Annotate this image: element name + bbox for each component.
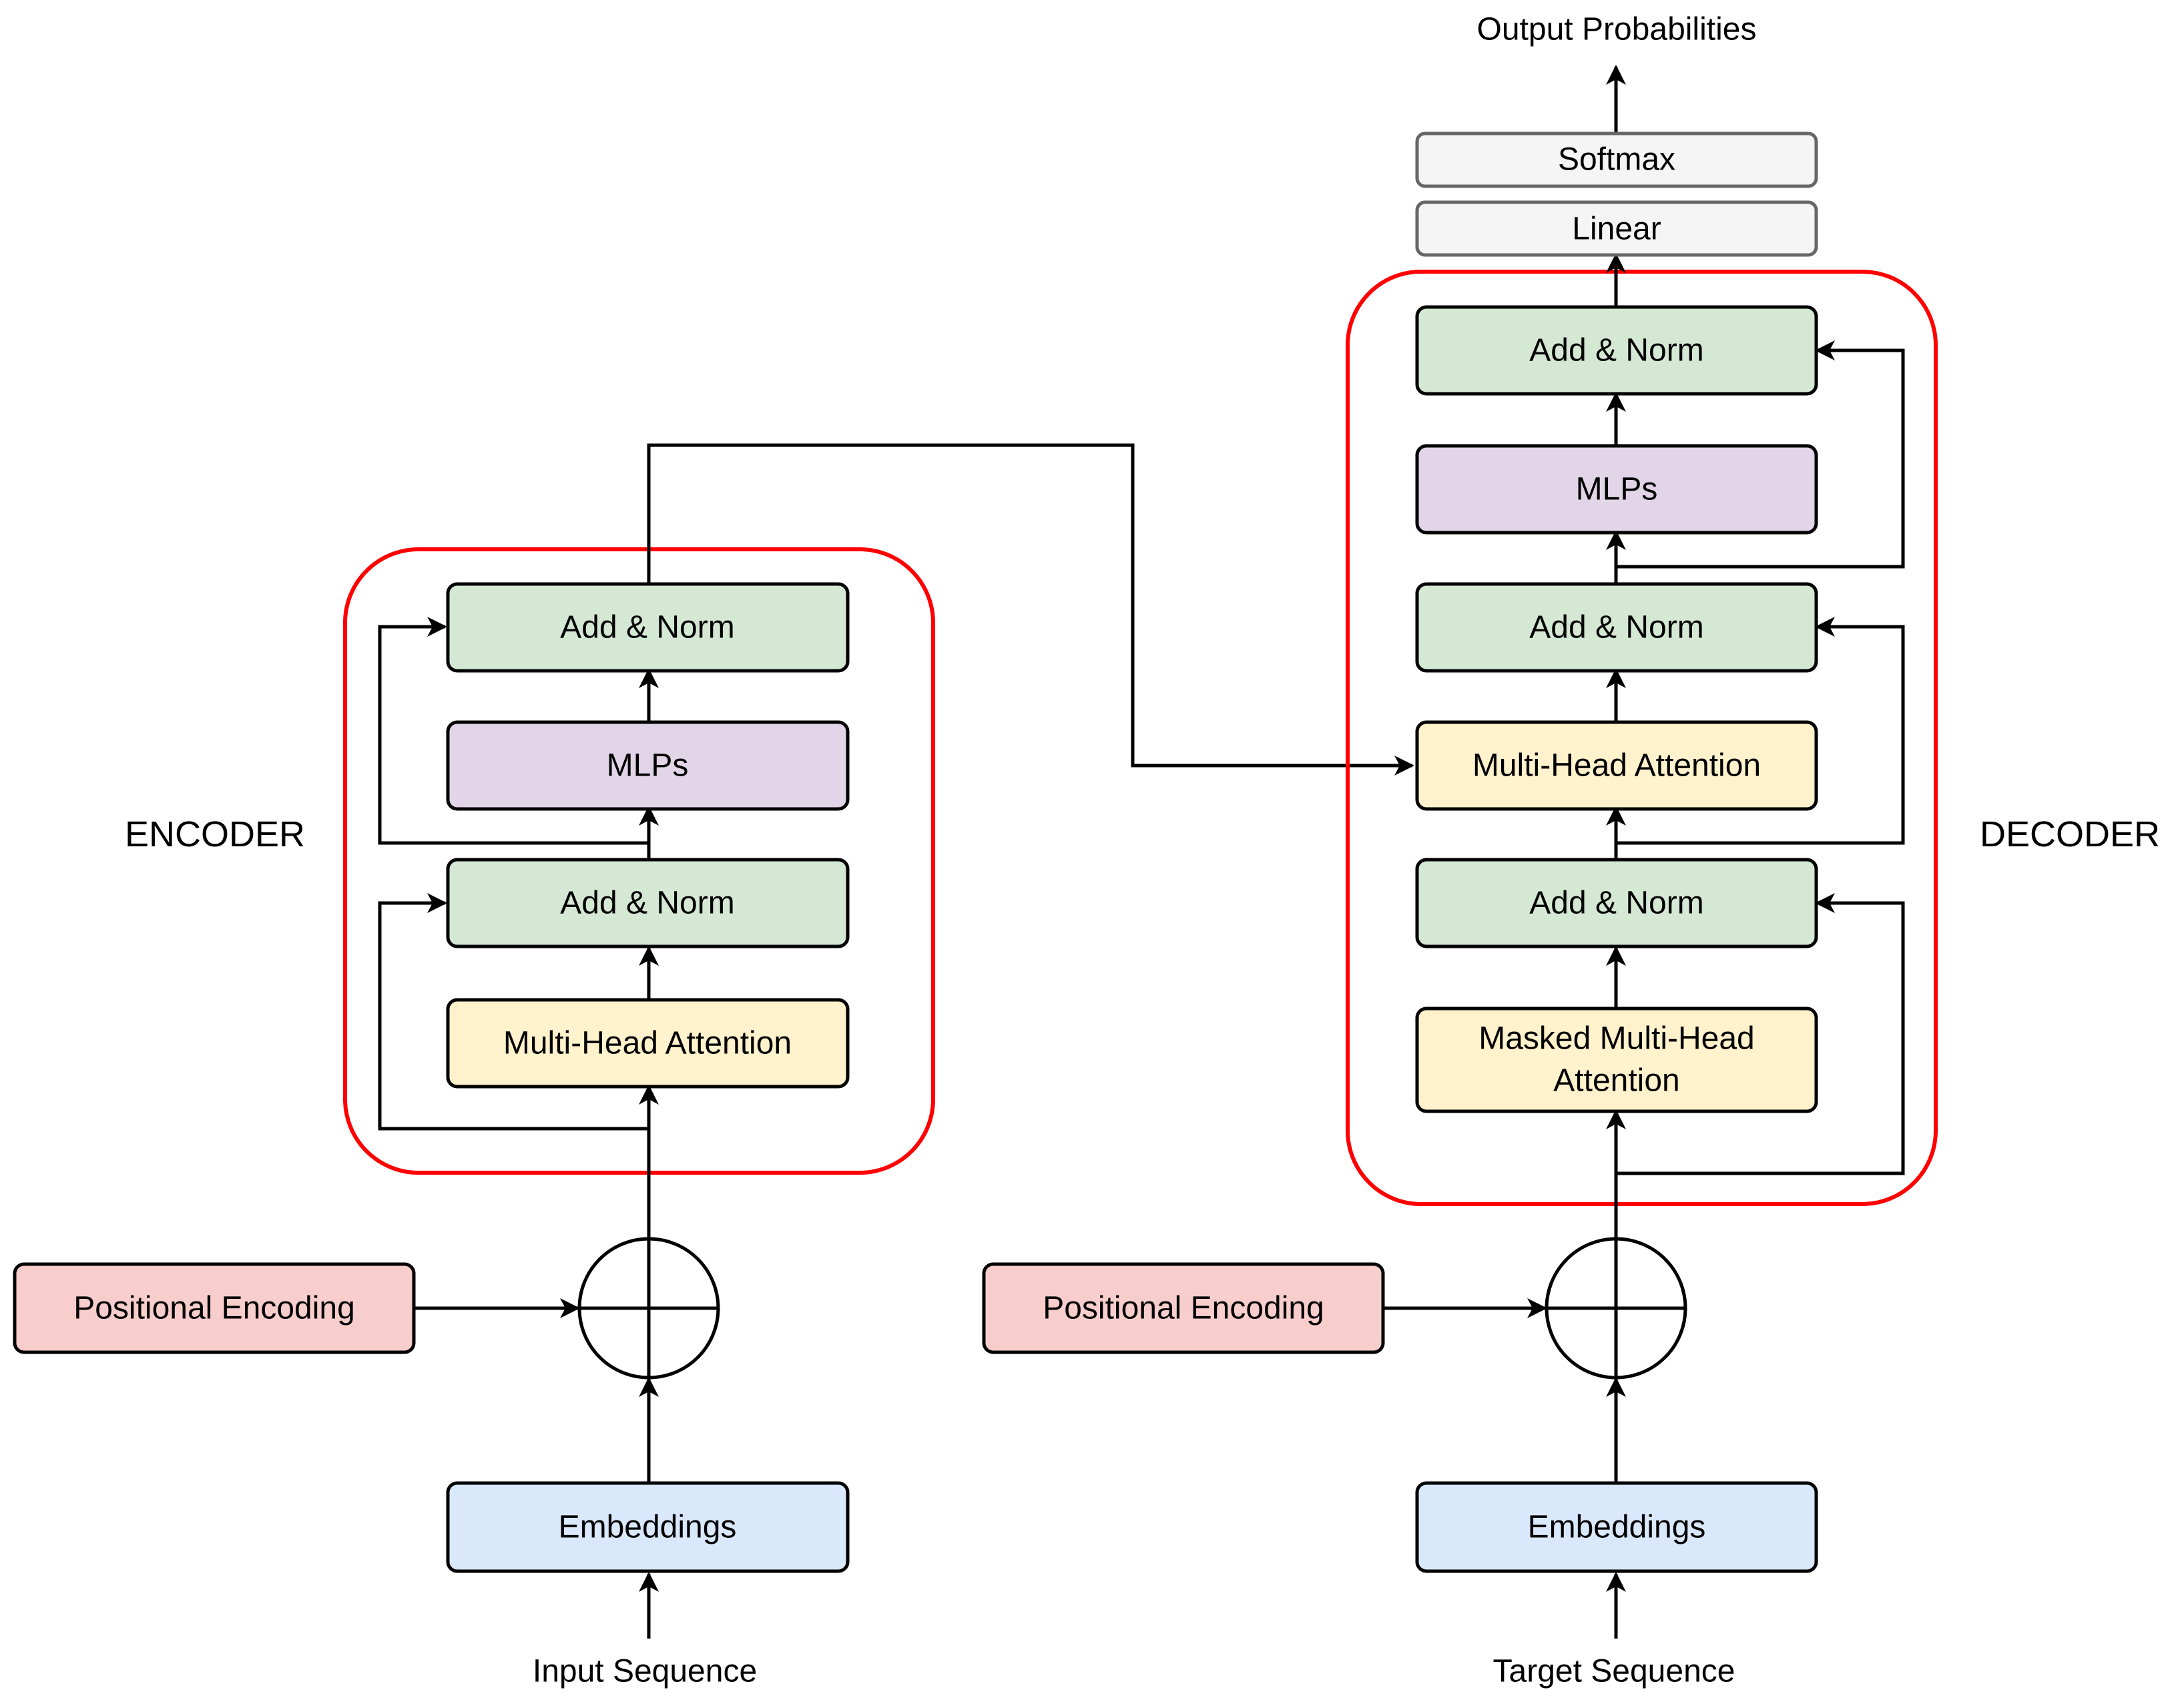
decoder-masked-attention-label-line2: Attention [1553, 1063, 1679, 1099]
decoder-input-label: Target Sequence [1493, 1654, 1735, 1689]
decoder-cross-attention-label: Multi-Head Attention [1472, 748, 1761, 784]
softmax-box: Softmax [1415, 131, 1818, 188]
decoder-embeddings-label: Embeddings [1528, 1510, 1706, 1545]
softmax-label: Softmax [1558, 142, 1675, 178]
encoder-mlps-label: MLPs [607, 748, 689, 784]
decoder-add-norm-1-box: Add & Norm [1415, 858, 1818, 948]
linear-box: Linear [1415, 200, 1818, 257]
edge-dec-residual-3 [1616, 340, 1905, 569]
decoder-add-norm-3-label: Add & Norm [1529, 333, 1703, 368]
encoder-edges [378, 443, 1414, 1639]
encoder-positional-encoding-label: Positional Encoding [73, 1291, 355, 1326]
decoder-masked-attention-label-line1: Masked Multi-Head [1478, 1021, 1754, 1057]
decoder-add-norm-3-box: Add & Norm [1415, 305, 1818, 396]
encoder-add-norm-2-box: Add & Norm [446, 582, 850, 673]
encoder-add-norm-1-label: Add & Norm [560, 886, 734, 921]
decoder-edges [1383, 65, 1905, 1639]
decoder-add-norm-2-label: Add & Norm [1529, 610, 1703, 645]
decoder-positional-encoding-box: Positional Encoding [982, 1262, 1385, 1354]
edge-residual-2 [378, 617, 649, 845]
encoder-sum-node [577, 1237, 720, 1380]
linear-label: Linear [1572, 212, 1661, 247]
decoder-cross-attention-box: Multi-Head Attention [1415, 720, 1818, 811]
encoder-embeddings-label: Embeddings [559, 1510, 737, 1545]
encoder-add-norm-2-label: Add & Norm [560, 610, 734, 645]
encoder-attention-label: Multi-Head Attention [503, 1026, 792, 1061]
edge-dec-residual-1 [1616, 893, 1905, 1175]
edge-residual-1 [378, 893, 649, 1131]
edge-dec-residual-2 [1616, 617, 1905, 845]
decoder-masked-attention-box: Masked Multi-Head Attention [1415, 1007, 1818, 1113]
edge-encoder-to-decoder [647, 443, 1414, 776]
output-probabilities-label: Output Probabilities [1477, 12, 1757, 47]
decoder-embeddings-box: Embeddings [1415, 1481, 1818, 1573]
decoder-mlps-label: MLPs [1576, 472, 1658, 507]
encoder-mlps-box: MLPs [446, 720, 850, 811]
decoder-mlps-box: MLPs [1415, 444, 1818, 535]
encoder-attention-box: Multi-Head Attention [446, 998, 850, 1089]
decoder-sum-node [1545, 1237, 1687, 1380]
decoder-block-outline [1346, 270, 1938, 1206]
decoder-side-label: DECODER [1980, 814, 2160, 854]
encoder-block-outline [343, 547, 935, 1175]
decoder-add-norm-2-box: Add & Norm [1415, 582, 1818, 673]
decoder-add-norm-1-label: Add & Norm [1529, 886, 1703, 921]
encoder-positional-encoding-box: Positional Encoding [13, 1262, 416, 1354]
decoder-positional-encoding-label: Positional Encoding [1043, 1291, 1324, 1326]
encoder-input-label: Input Sequence [533, 1654, 757, 1689]
encoder-side-label: ENCODER [125, 814, 305, 854]
encoder-add-norm-1-box: Add & Norm [446, 858, 850, 948]
encoder-embeddings-box: Embeddings [446, 1481, 850, 1573]
